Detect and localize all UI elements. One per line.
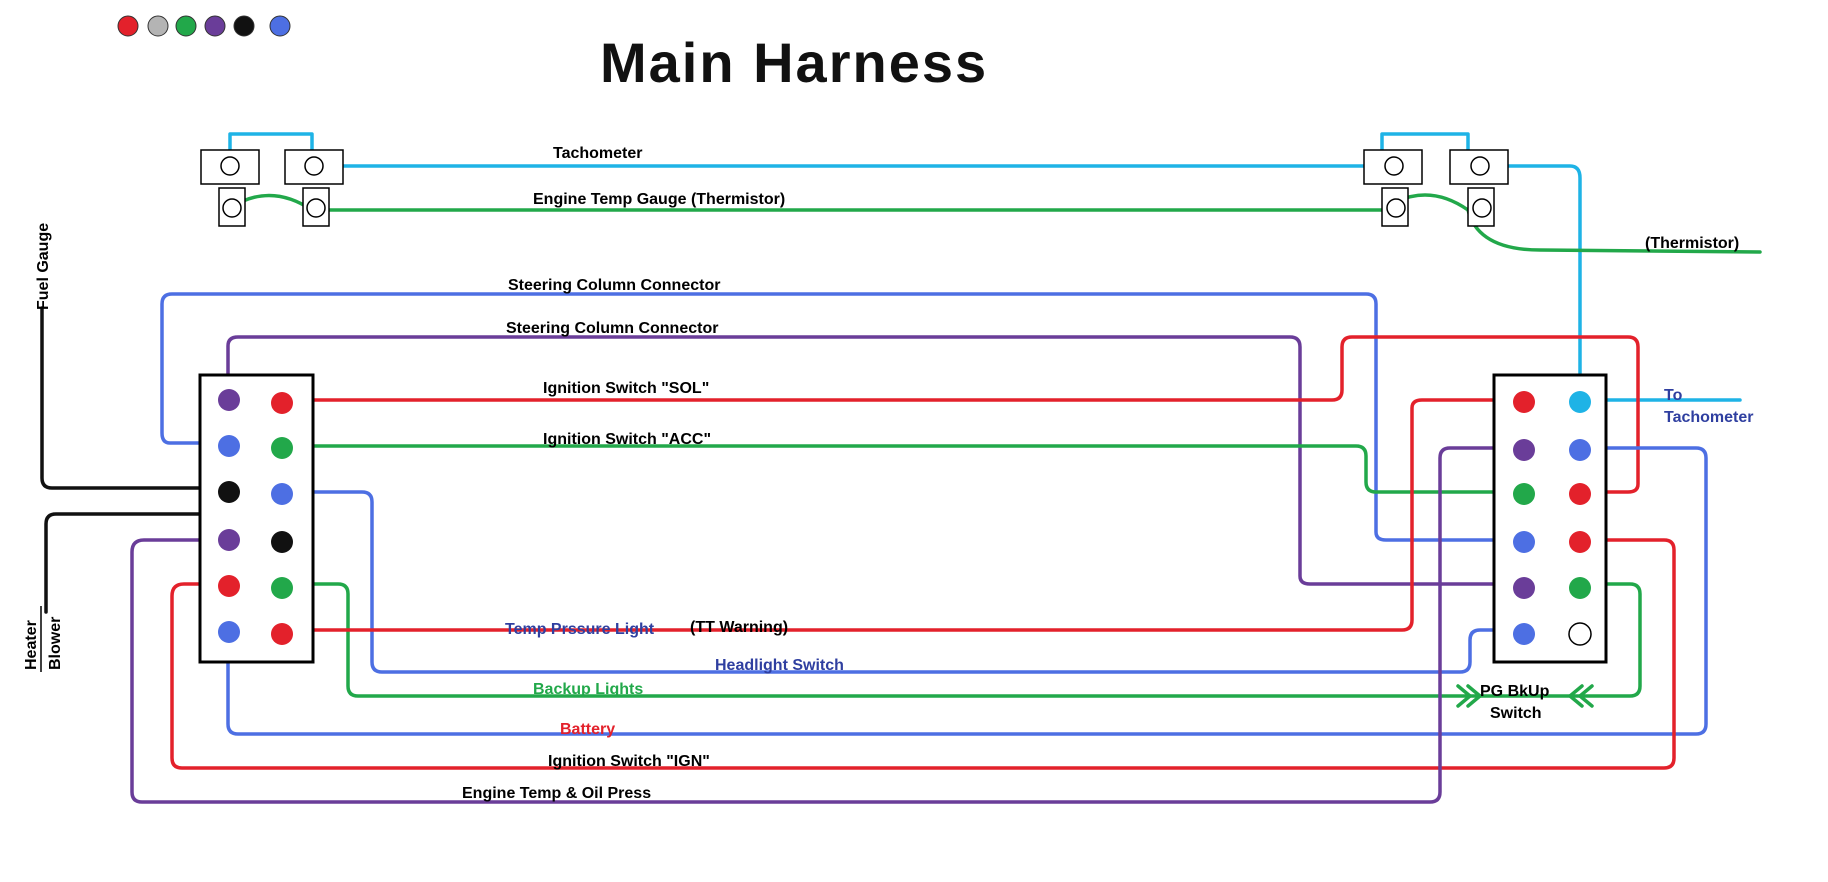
legend-blue-dot <box>269 15 291 37</box>
left-pin-r5c2 <box>271 577 293 599</box>
left-pin-1 <box>220 156 240 176</box>
label-engine-temp-oil: Engine Temp & Oil Press <box>462 785 651 802</box>
label-pg-bkup-2: Switch <box>1490 705 1542 722</box>
label-pg-bkup-1: PG BkUp <box>1480 683 1550 700</box>
label-to-tach-1: To <box>1664 387 1683 404</box>
right-pin-r4c1 <box>1513 531 1535 553</box>
left-pin-r6c2 <box>271 623 293 645</box>
left-pin-r5c1 <box>218 575 240 597</box>
label-headlight-switch: Headlight Switch <box>715 657 844 674</box>
label-blower: Blower <box>47 617 64 670</box>
label-battery: Battery <box>560 721 615 738</box>
left-block-frame <box>198 373 315 664</box>
wire-ignition-acc <box>278 444 1520 494</box>
label-steering-column-1: Steering Column Connector <box>508 277 720 294</box>
wire-battery-ignition-ign <box>170 538 1676 770</box>
legend-red-dot <box>117 15 139 37</box>
label-tt-warning: (TT Warning) <box>690 619 788 636</box>
right-pin-r6c2 <box>1568 622 1592 646</box>
right-pin-r2c2 <box>1569 439 1591 461</box>
page-title: Main Harness <box>600 31 988 94</box>
right-pin-r6c1 <box>1513 623 1535 645</box>
label-thermistor: (Thermistor) <box>1645 235 1739 252</box>
wire-blue-right-loop <box>226 446 1708 736</box>
color-legend <box>117 15 291 37</box>
wire-engine-temp-oil-press <box>130 446 1520 804</box>
right-pin-1 <box>1384 156 1404 176</box>
left-pin-r1c2 <box>271 392 293 414</box>
left-gauge-connector <box>200 149 344 227</box>
right-pin-r3c2 <box>1569 483 1591 505</box>
arrow-left-icon <box>1456 684 1482 708</box>
right-block-frame <box>1492 373 1608 664</box>
wire-headlight-switch <box>278 490 1520 674</box>
wire-tachometer <box>228 132 1742 402</box>
label-steering-column-2: Steering Column Connector <box>506 320 718 337</box>
left-terminal-block <box>198 373 315 664</box>
left-pin-r3c2 <box>271 483 293 505</box>
left-pin-r1c1 <box>218 389 240 411</box>
left-pin-r2c1 <box>218 435 240 457</box>
wire-backup-lights <box>278 582 1642 698</box>
left-pin-r2c2 <box>271 437 293 459</box>
left-pin-r4c1 <box>218 529 240 551</box>
right-pin-3 <box>1386 198 1406 218</box>
wire-temp-pressure-light <box>278 398 1520 632</box>
right-pin-r4c2 <box>1569 531 1591 553</box>
label-ignition-sol: Ignition Switch "SOL" <box>543 380 709 397</box>
left-pin-2 <box>304 156 324 176</box>
right-pin-r5c2 <box>1569 577 1591 599</box>
left-pin-r3c1 <box>218 481 240 503</box>
right-pin-4 <box>1472 198 1492 218</box>
legend-purple-dot <box>204 15 226 37</box>
pg-backup-switch-arrows <box>1456 684 1594 708</box>
left-pin-3 <box>222 198 242 218</box>
label-backup-lights: Backup Lights <box>533 681 643 698</box>
label-tachometer: Tachometer <box>553 145 643 162</box>
wire-fuel-gauge <box>40 306 230 490</box>
right-pin-r1c1 <box>1513 391 1535 413</box>
wire-steering-column-purple <box>226 335 1520 586</box>
left-pin-r4c2 <box>271 531 293 553</box>
left-pin-4 <box>306 198 326 218</box>
label-fuel-gauge: Fuel Gauge <box>35 223 52 310</box>
wire-ignition-sol <box>278 335 1640 494</box>
right-pin-r1c2 <box>1569 391 1591 413</box>
right-pin-r5c1 <box>1513 577 1535 599</box>
label-engine-temp-gauge: Engine Temp Gauge (Thermistor) <box>533 191 785 208</box>
label-ignition-ign: Ignition Switch "IGN" <box>548 753 710 770</box>
label-temp-pressure-light: Temp Prssure Light <box>505 621 655 638</box>
label-ignition-acc: Ignition Switch "ACC" <box>543 431 711 448</box>
label-heater: Heater <box>23 620 40 670</box>
right-terminal-block <box>1492 373 1608 664</box>
arrow-right-icon <box>1568 684 1594 708</box>
right-pin-r2c1 <box>1513 439 1535 461</box>
right-pin-r3c1 <box>1513 483 1535 505</box>
wire-steering-column-blue <box>160 292 1520 542</box>
left-pin-r6c1 <box>218 621 240 643</box>
right-pin-2 <box>1470 156 1490 176</box>
legend-green-dot <box>175 15 197 37</box>
legend-black-dot <box>233 15 255 37</box>
right-gauge-connector <box>1363 149 1509 227</box>
legend-gray-dot <box>147 15 169 37</box>
wire-engine-temp-gauge <box>228 193 1762 254</box>
label-to-tach-2: Tachometer <box>1664 409 1754 426</box>
